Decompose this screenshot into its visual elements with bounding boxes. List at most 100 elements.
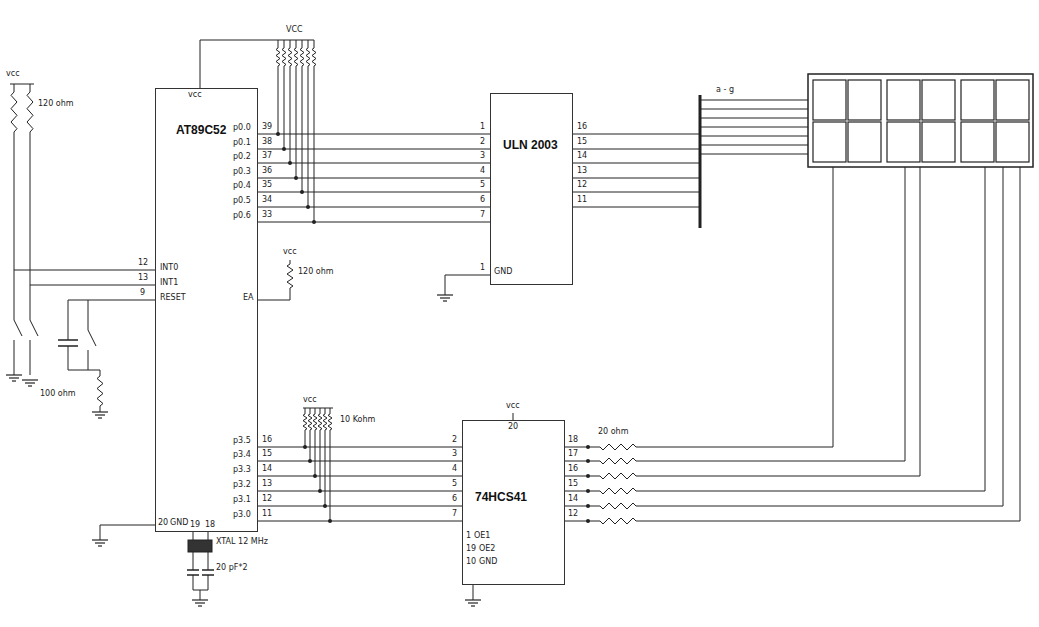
- pin-label: 12: [577, 181, 587, 189]
- crystal-symbol: [188, 540, 212, 552]
- wire: [636, 167, 833, 447]
- ground-symbol: [98, 545, 102, 546]
- pin-label: 33: [262, 211, 272, 219]
- ground-symbol: [6, 374, 22, 375]
- pin-label: 11: [577, 196, 587, 204]
- wire: [314, 66, 315, 222]
- wire: [700, 109, 808, 110]
- junction-dot: [586, 504, 590, 508]
- ground-symbol: [437, 294, 453, 295]
- pin-label: XTAL 12 MHz: [216, 538, 268, 546]
- digit-segment: [813, 122, 846, 162]
- resistor-symbol: [288, 48, 292, 66]
- switch-symbol: [30, 320, 38, 336]
- pin-label: p0.4: [233, 182, 251, 190]
- seven-segment-display: [808, 74, 1033, 167]
- resistor-symbol: [300, 48, 304, 66]
- pin-label: GND: [479, 558, 497, 566]
- wire: [68, 300, 155, 340]
- wire: [296, 40, 297, 48]
- pin-label: 19: [190, 521, 200, 529]
- ground-symbol: [25, 382, 35, 383]
- wire: [700, 127, 808, 128]
- pin-label: EA: [243, 294, 254, 302]
- wire: [636, 167, 905, 461]
- wire: [320, 408, 321, 414]
- wire: [305, 408, 306, 414]
- resistor-symbol: [97, 376, 103, 406]
- ground-symbol: [465, 599, 481, 600]
- resistor-symbol: [276, 48, 280, 66]
- pin-label: 15: [568, 480, 578, 488]
- wire: [565, 491, 600, 492]
- signal-wire: [258, 476, 462, 477]
- wire: [573, 178, 700, 179]
- wire: [290, 260, 291, 264]
- pin-label: OE2: [479, 545, 495, 553]
- resistor-symbol: [328, 414, 332, 430]
- pin-label: 10 Kohm: [340, 416, 375, 424]
- pin-label: vcc: [506, 402, 520, 410]
- wire: [330, 408, 331, 414]
- ground-symbol: [192, 599, 208, 600]
- resistor-symbol: [323, 414, 327, 430]
- signal-wire: [258, 521, 462, 522]
- pin-label: 2: [452, 436, 457, 444]
- signal-wire: [258, 163, 490, 164]
- capacitor-symbol: [58, 339, 78, 341]
- pin-label: 2: [480, 138, 485, 146]
- ground-symbol: [12, 380, 16, 381]
- wire: [445, 275, 490, 295]
- wire: [573, 207, 700, 208]
- pin-label: 16: [577, 123, 587, 131]
- wire: [290, 66, 291, 163]
- pin-label: p3.3: [233, 466, 251, 474]
- wire: [14, 84, 15, 92]
- resistor-symbol: [11, 92, 17, 132]
- wire: [565, 476, 600, 477]
- pin-label: 14: [568, 495, 578, 503]
- pin-label: 13: [138, 274, 148, 282]
- wire: [302, 40, 303, 48]
- wire: [473, 585, 474, 600]
- pin-label: 14: [577, 152, 587, 160]
- wire: [193, 552, 194, 570]
- junction-dot: [586, 459, 590, 463]
- digit-segment: [887, 80, 920, 120]
- signal-wire: [258, 178, 490, 179]
- wire: [636, 167, 985, 491]
- signal-wire: [258, 461, 462, 462]
- wire: [208, 532, 209, 540]
- wire: [573, 149, 700, 150]
- pin-label: 18: [568, 436, 578, 444]
- resistor-symbol: [600, 458, 636, 464]
- signal-wire: [258, 134, 490, 135]
- pin-label: p3.0: [233, 511, 251, 519]
- wire: [325, 430, 326, 506]
- wire: [14, 270, 15, 320]
- wire: [308, 66, 309, 207]
- wire: [310, 408, 311, 414]
- wire: [296, 66, 297, 178]
- pin-label: 7: [452, 510, 457, 518]
- digit-segment: [887, 122, 920, 162]
- resistor-symbol: [303, 414, 307, 430]
- pin-label: VCC: [286, 26, 303, 34]
- wire: [310, 430, 311, 461]
- pin-label: 16: [568, 465, 578, 473]
- pin-label: 12: [568, 510, 578, 518]
- pin-label: 15: [262, 450, 272, 458]
- pin-label: 5: [452, 480, 457, 488]
- ground-symbol: [443, 300, 447, 301]
- switch-symbol: [88, 330, 96, 346]
- wire: [565, 461, 600, 462]
- wire: [88, 300, 89, 330]
- pin-label: a - g: [716, 86, 734, 94]
- digit-segment: [848, 80, 881, 120]
- wire: [303, 408, 333, 409]
- pin-label: 34: [262, 196, 272, 204]
- ground-symbol: [468, 602, 478, 603]
- pin-label: p0.0: [233, 124, 251, 132]
- ground-symbol: [471, 605, 475, 606]
